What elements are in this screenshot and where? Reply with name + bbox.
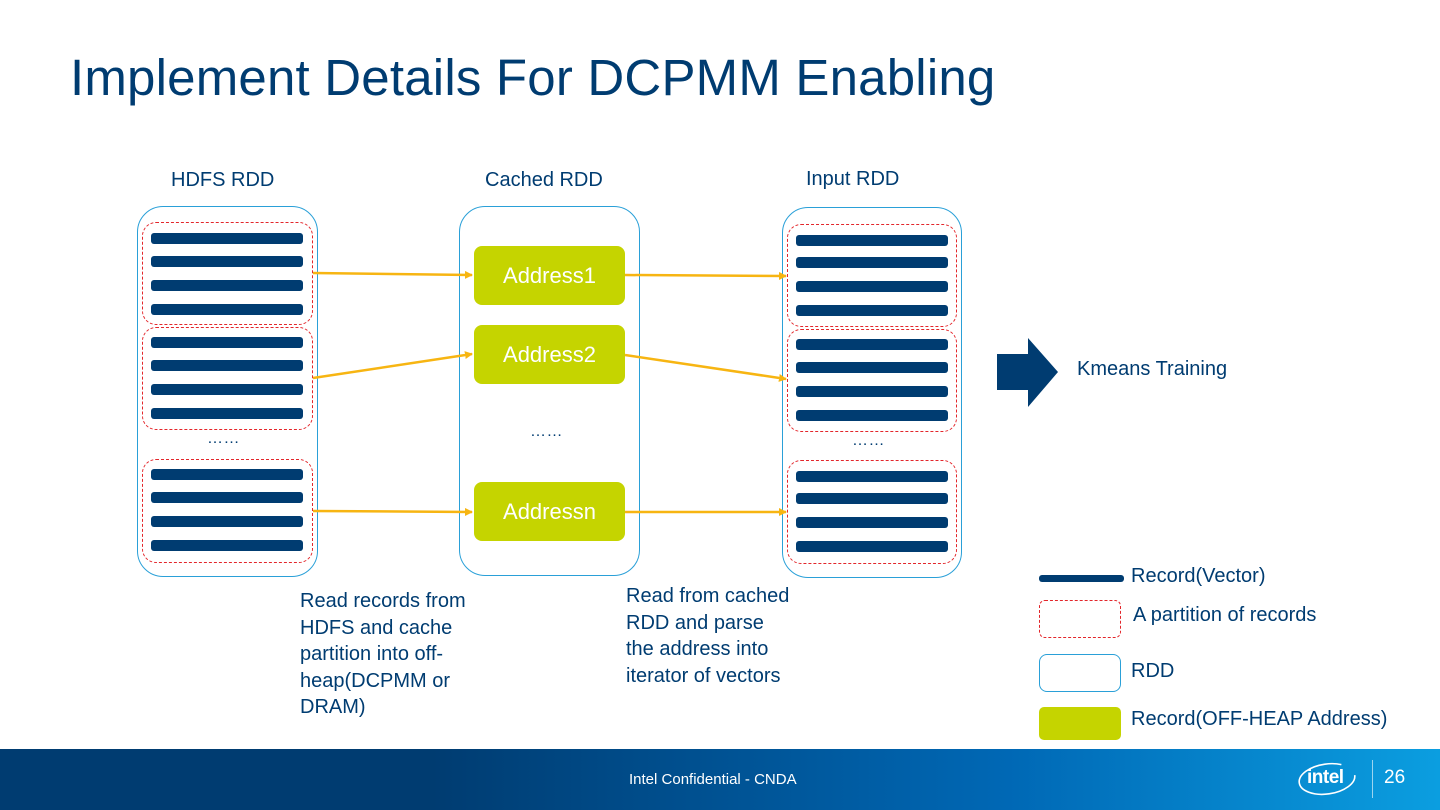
hdfs-partition-n (142, 459, 313, 563)
footer-bar: Intel Confidential - CNDA intel 26 (0, 749, 1440, 810)
legend-partition-label: A partition of records (1133, 604, 1317, 626)
record-bar (796, 493, 948, 504)
record-bar (796, 235, 948, 246)
arrow-address1-to-input (624, 271, 787, 280)
kmeans-training-label: Kmeans Training (1077, 358, 1228, 380)
record-bar (796, 517, 948, 528)
cached-rdd-label: Cached RDD (485, 169, 603, 191)
record-bar (151, 540, 303, 551)
input-partition-1 (787, 224, 957, 327)
description-line: the address into (626, 638, 769, 660)
address-block-2: Address2 (474, 325, 625, 384)
arrow-address2-to-input (624, 353, 787, 382)
big-right-arrow-icon (997, 338, 1058, 407)
description-line: Read from cached (626, 585, 790, 607)
hdfs-rdd-label: HDFS RDD (171, 169, 275, 191)
record-bar (151, 408, 303, 419)
description-line: HDFS and cache (300, 616, 453, 639)
page-number: 26 (1384, 767, 1406, 788)
input-partition-2 (787, 329, 957, 432)
record-bar (796, 362, 948, 373)
record-bar (796, 257, 948, 268)
arrow-hdfs-to-address2 (312, 351, 473, 380)
record-bar (151, 492, 303, 503)
address-block-n: Addressn (474, 482, 625, 541)
legend-rdd-label: RDD (1131, 660, 1175, 682)
record-bar (151, 304, 303, 315)
description-line: DRAM) (300, 696, 366, 718)
record-bar (796, 305, 948, 316)
record-bar (151, 516, 303, 527)
record-bar (796, 410, 948, 421)
legend-record-label: Record(Vector) (1131, 565, 1266, 587)
arrow-hdfs-to-addressn (312, 507, 473, 516)
intel-logo-icon: intel (1296, 760, 1358, 798)
confidential-label: Intel Confidential - CNDA (629, 771, 797, 788)
description-line: partition into off- (300, 643, 444, 665)
description-line: iterator of vectors (626, 664, 781, 687)
description-line: Read records from (300, 590, 466, 612)
record-bar (796, 471, 948, 482)
intel-logo-text: intel (1307, 767, 1344, 788)
cached-ellipsis: …… (530, 423, 563, 440)
record-bar (796, 386, 948, 397)
legend-offheap-swatch (1039, 707, 1121, 740)
legend-record-swatch (1039, 575, 1124, 582)
input-rdd-label: Input RDD (806, 168, 900, 190)
record-bar (796, 281, 948, 292)
arrow-hdfs-to-address1 (312, 270, 473, 279)
record-bar (151, 280, 303, 291)
record-bar (796, 339, 948, 350)
record-bar (151, 384, 303, 395)
hdfs-partition-2 (142, 327, 313, 430)
description-right: Read from cached RDD and parse the addre… (626, 583, 789, 689)
footer-divider (1372, 760, 1373, 798)
slide-title: Implement Details For DCPMM Enabling (70, 49, 996, 106)
description-left: Read records from HDFS and cache partiti… (300, 588, 466, 721)
legend-partition-swatch (1039, 600, 1121, 638)
record-bar (151, 337, 303, 348)
hdfs-partition-1 (142, 222, 313, 325)
address-block-1: Address1 (474, 246, 625, 305)
input-partition-n (787, 460, 957, 564)
input-ellipsis: …… (852, 432, 885, 449)
record-bar (151, 469, 303, 480)
record-bar (151, 256, 303, 267)
description-line: RDD and parse (626, 611, 764, 634)
record-bar (796, 541, 948, 552)
legend-rdd-swatch (1039, 654, 1121, 692)
legend-offheap-label: Record(OFF-HEAP Address) (1131, 708, 1388, 730)
hdfs-ellipsis: …… (207, 430, 240, 447)
record-bar (151, 360, 303, 371)
description-line: heap(DCPMM or (300, 669, 451, 692)
record-bar (151, 233, 303, 244)
